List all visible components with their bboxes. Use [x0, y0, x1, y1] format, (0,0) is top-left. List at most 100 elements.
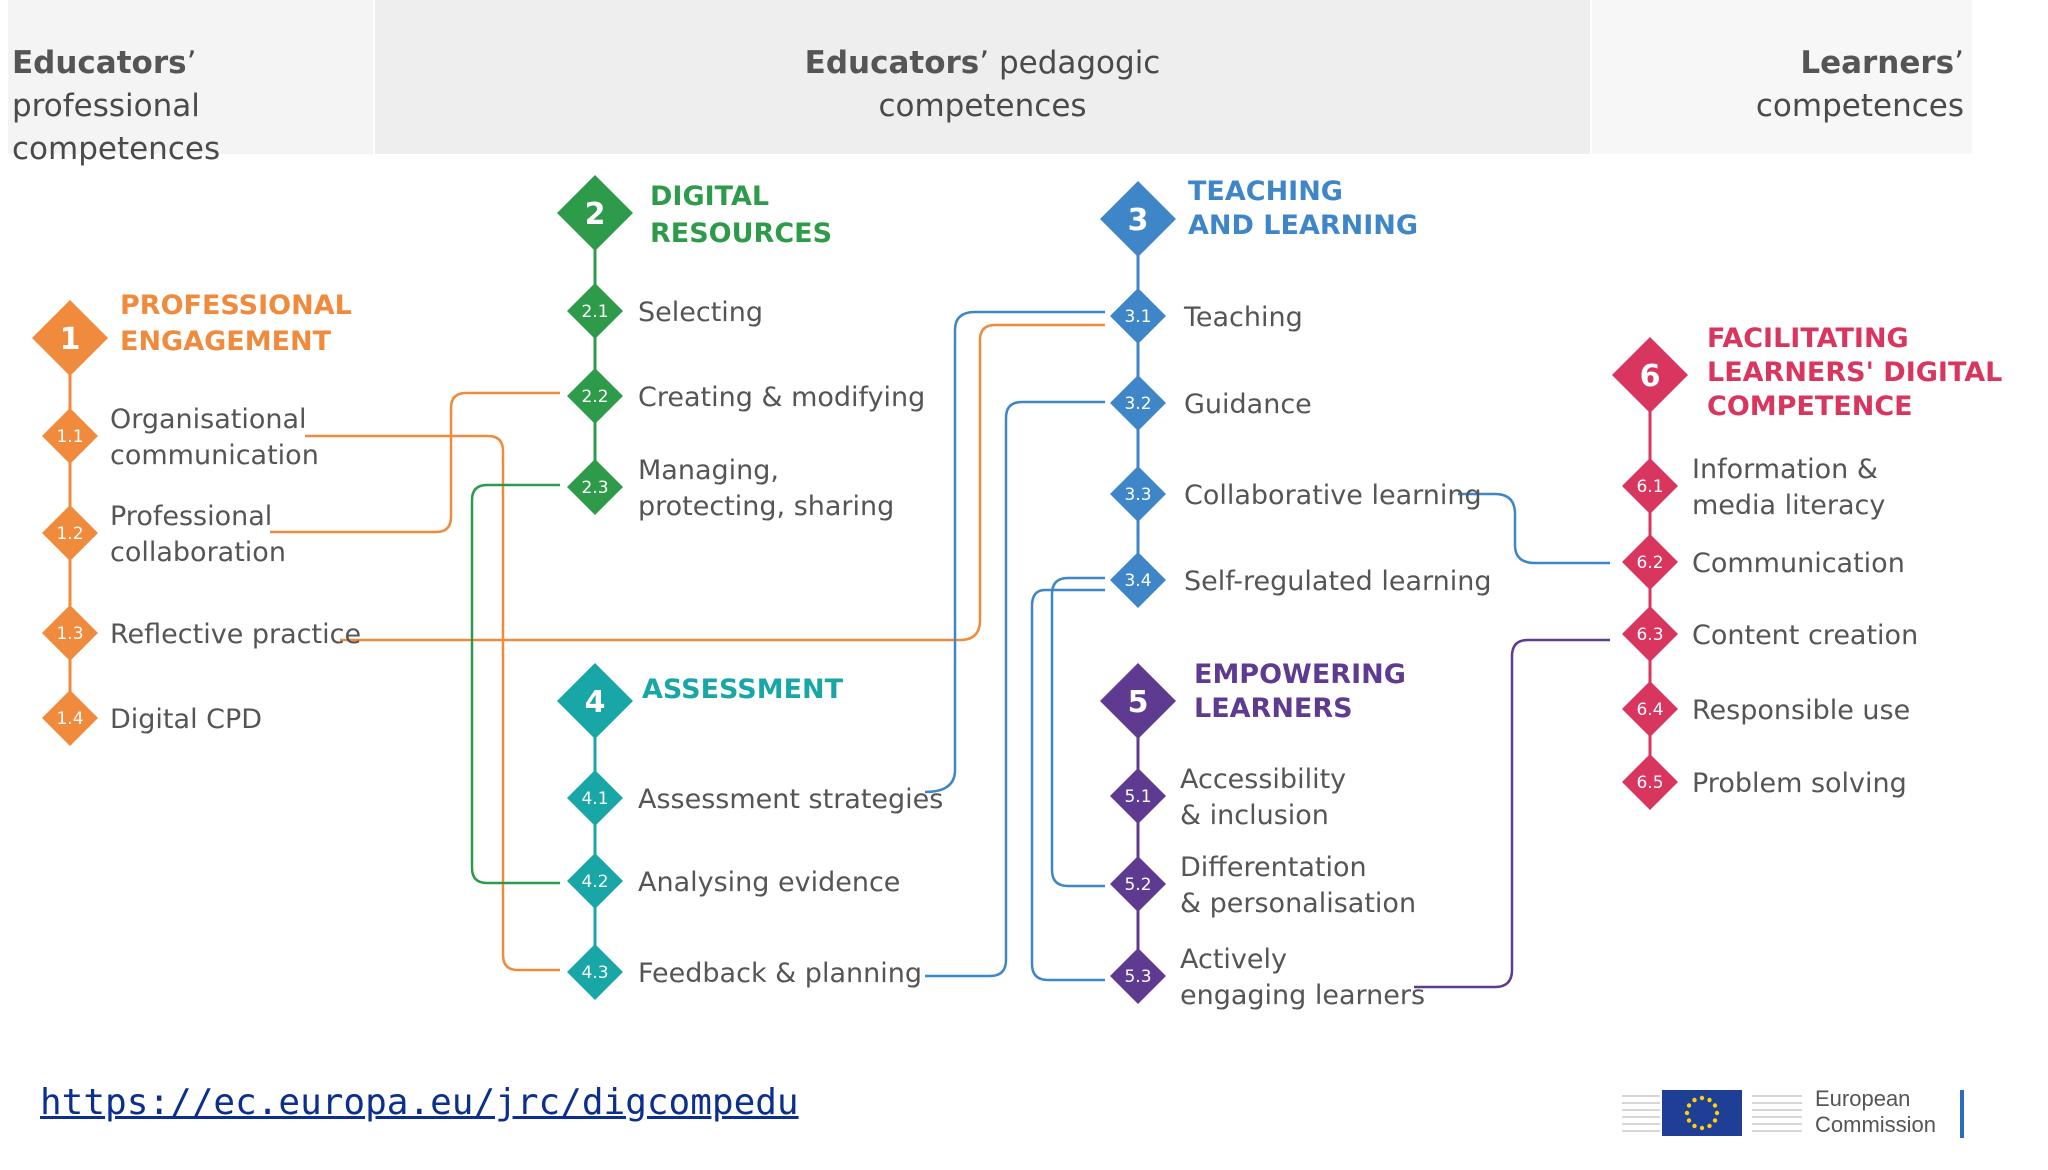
- item-number: 3.1: [1124, 307, 1151, 327]
- european-commission-wordmark: European Commission: [1815, 1086, 1936, 1138]
- item-label: Managing,: [638, 455, 779, 486]
- item-label: Content creation: [1692, 620, 1918, 651]
- item-label-line2: & inclusion: [1180, 800, 1329, 831]
- connector-line: [1050, 576, 1105, 888]
- item-label: Problem solving: [1692, 768, 1907, 799]
- item-node-5-2: [1110, 856, 1166, 912]
- area-node-a4: [557, 663, 633, 739]
- item-label-line2: collaboration: [110, 537, 286, 568]
- item-label: Analysing evidence: [638, 867, 900, 898]
- logo-line2: Commission: [1815, 1112, 1937, 1137]
- area-title-a1: PROFESSIONAL: [120, 290, 352, 321]
- item-number: 2.2: [581, 387, 608, 407]
- area-title-a1: ENGAGEMENT: [120, 326, 332, 357]
- digcompedu-link[interactable]: https://ec.europa.eu/jrc/digcompedu: [40, 1082, 799, 1123]
- item-node-2-3: [567, 459, 623, 515]
- item-label: Digital CPD: [110, 704, 262, 735]
- item-number: 6.3: [1636, 625, 1663, 645]
- item-number: 4.2: [581, 872, 608, 892]
- item-label: Organisational: [110, 404, 307, 435]
- item-label: Communication: [1692, 548, 1905, 579]
- item-node-2-1: [567, 283, 623, 339]
- eu-star: [1686, 1103, 1692, 1108]
- header-line2-text: competences: [12, 131, 221, 167]
- area-title-a5: EMPOWERING: [1194, 659, 1406, 690]
- logo-accent-bar: [1960, 1090, 1964, 1138]
- area-node-a5: [1100, 663, 1176, 739]
- eu-star: [1684, 1110, 1690, 1116]
- header-line2-text: competences: [878, 88, 1087, 124]
- eu-star: [1686, 1118, 1692, 1123]
- area-title-a6: LEARNERS' DIGITAL: [1707, 357, 2002, 388]
- item-label: Assessment strategies: [638, 784, 943, 815]
- eu-star: [1707, 1123, 1712, 1129]
- item-label: Professional: [110, 501, 272, 532]
- header-rest-text: ’: [1954, 45, 1964, 81]
- area-title-a6: FACILITATING: [1707, 323, 1909, 354]
- item-label: Selecting: [638, 297, 763, 328]
- item-number: 1.3: [56, 624, 83, 644]
- header-learners: Learners’ competences: [1592, 42, 1964, 128]
- item-node-5-1: [1110, 768, 1166, 824]
- item-node-6-4: [1622, 681, 1678, 737]
- item-node-2-2: [567, 368, 623, 424]
- header-line2-text: competences: [1755, 88, 1964, 124]
- item-label: Feedback & planning: [638, 958, 922, 989]
- connector-line: [924, 310, 1105, 794]
- connector-line: [1458, 492, 1610, 565]
- item-number: 6.2: [1636, 553, 1663, 573]
- eu-star: [1692, 1097, 1697, 1103]
- item-node-4-1: [567, 770, 623, 826]
- area-title-a3: TEACHING: [1188, 176, 1343, 207]
- header-band-learners: [1592, 0, 1972, 154]
- item-number: 2.3: [581, 478, 608, 498]
- item-node-4-3: [567, 944, 623, 1000]
- item-number: 5.3: [1124, 967, 1151, 987]
- connector-line: [340, 323, 1105, 642]
- header-bold-text: Educators: [804, 45, 980, 81]
- item-node-1-2: [42, 505, 98, 561]
- logo-line1: European: [1815, 1086, 1911, 1111]
- header-rest-text: ’ professional: [12, 45, 200, 124]
- area-title-a6: COMPETENCE: [1707, 391, 1913, 422]
- item-node-5-3: [1110, 948, 1166, 1004]
- eu-star: [1707, 1097, 1712, 1103]
- item-label: Guidance: [1184, 389, 1312, 420]
- area-node-a1: [32, 300, 108, 376]
- item-label: Reflective practice: [110, 619, 361, 650]
- item-label: Responsible use: [1692, 695, 1910, 726]
- area-title-a5: LEARNERS: [1194, 693, 1353, 724]
- item-label: Differentation: [1180, 852, 1367, 883]
- eu-star: [1714, 1110, 1720, 1116]
- area-node-a3: [1100, 181, 1176, 257]
- item-number: 2.1: [581, 302, 608, 322]
- item-node-1-3: [42, 605, 98, 661]
- item-number: 5.1: [1124, 787, 1151, 807]
- item-number: 1.1: [56, 427, 83, 447]
- header-band-pedagogic: [375, 0, 1590, 154]
- item-node-1-1: [42, 408, 98, 464]
- item-number: 1.2: [56, 524, 83, 544]
- item-node-3-2: [1110, 375, 1166, 431]
- eu-star: [1699, 1125, 1705, 1131]
- area-number-a2: 2: [585, 197, 606, 232]
- eu-star: [1699, 1095, 1705, 1101]
- eu-star: [1712, 1118, 1718, 1123]
- area-number-a6: 6: [1640, 359, 1661, 394]
- item-label-line2: media literacy: [1692, 490, 1885, 521]
- header-educators-professional: Educators’ professional competences: [12, 42, 372, 171]
- item-number: 6.1: [1636, 477, 1663, 497]
- connector-line: [305, 434, 560, 972]
- item-label: Creating & modifying: [638, 382, 925, 413]
- area-title-a3: AND LEARNING: [1188, 210, 1418, 241]
- area-nodes: 1PROFESSIONALENGAGEMENT1.1Organisational…: [32, 175, 2002, 1011]
- area-number-a5: 5: [1128, 685, 1149, 720]
- connector-line: [1030, 588, 1105, 982]
- area-title-a2: DIGITAL: [650, 181, 769, 212]
- item-number: 5.2: [1124, 875, 1151, 895]
- item-label-line2: & personalisation: [1180, 888, 1416, 919]
- header-band-professional: [8, 0, 373, 154]
- connector-line: [1414, 638, 1610, 989]
- item-node-1-4: [42, 690, 98, 746]
